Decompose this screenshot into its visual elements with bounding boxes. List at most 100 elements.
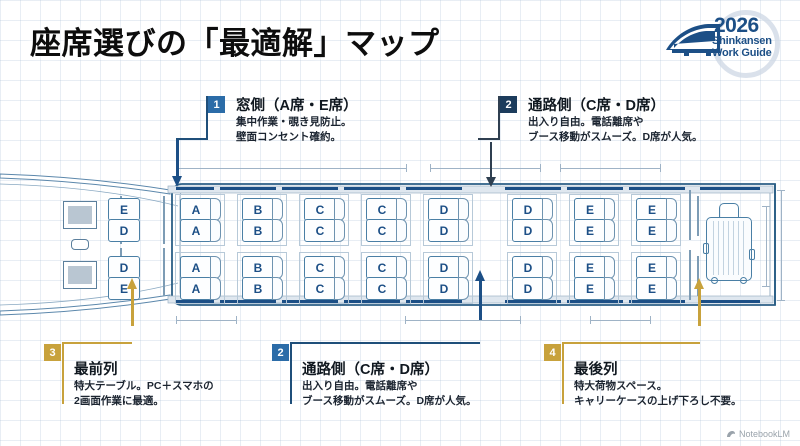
window-rail-segment xyxy=(629,187,685,190)
partition xyxy=(163,248,165,296)
suitcase-side-handle xyxy=(703,243,709,254)
callout-leader-1 xyxy=(206,96,208,140)
driver-seat-icon xyxy=(63,261,97,289)
seat-armrest xyxy=(396,219,407,242)
seat-armrest xyxy=(334,277,345,300)
callout-leader-4 xyxy=(562,344,564,404)
partition xyxy=(689,250,691,300)
callout-badge-2-top: 2 xyxy=(500,96,517,113)
partition xyxy=(163,196,165,244)
window-rail-segment xyxy=(176,300,214,303)
seat-block-frame xyxy=(361,194,411,246)
partition xyxy=(697,256,699,296)
bullet-train-icon xyxy=(666,24,720,56)
callout-leader-3 xyxy=(62,344,64,404)
seat-armrest xyxy=(542,277,553,300)
seat-block-frame xyxy=(175,252,225,304)
callout-1: 1 窓側（A席・E席） 集中作業・覗き見防止。 壁面コンセント確約。 xyxy=(208,96,428,156)
seat-cell[interactable]: E xyxy=(574,219,606,242)
callout-leader-3 xyxy=(62,342,132,344)
seat-block-frame xyxy=(631,194,681,246)
callout-body-2-top-line1: 出入り自由。電話離席や xyxy=(528,116,644,128)
seat-cell[interactable]: D xyxy=(108,256,140,279)
callout-badge-4: 4 xyxy=(544,344,561,361)
seat-armrest xyxy=(666,219,677,242)
callout-leader-1 xyxy=(176,138,208,140)
callout-leader-2-top xyxy=(478,138,500,140)
watermark: NotebookLM xyxy=(726,429,790,439)
logo-year: 2026 xyxy=(714,14,759,37)
train-cabin-diagram: E D D E A A B B C C C C D D D D xyxy=(0,138,800,330)
window-rail-segment xyxy=(700,187,760,190)
watermark-label: NotebookLM xyxy=(738,429,790,439)
seat-block-frame xyxy=(423,252,473,304)
seat-block-frame xyxy=(299,194,349,246)
callout-2-bottom: 2 通路側（C席・D席） 出入り自由。電話離席や ブース移動がスムーズ。D席が人… xyxy=(272,344,512,407)
callout-body-4-line2: キャリーケースの上げ下ろし不要。 xyxy=(574,395,742,407)
lavatory-icon xyxy=(71,239,89,250)
seat-armrest xyxy=(458,219,469,242)
callout-heading-2-top: 通路側（C席・D席） xyxy=(528,98,665,114)
seat-armrest xyxy=(334,219,345,242)
notebooklm-icon xyxy=(726,430,735,437)
callout-2-top: 2 通路側（C席・D席） 出入り自由。電話離席や ブース移動がスムーズ。D席が人… xyxy=(500,96,740,156)
window-rail-segment xyxy=(220,187,276,190)
callout-leader-4 xyxy=(562,342,700,344)
window-rail-segment xyxy=(700,300,760,303)
window-rail-segment xyxy=(505,300,561,303)
callout-badge-2-bottom: 2 xyxy=(272,344,289,361)
window-rail-segment xyxy=(629,300,685,303)
seat-block-frame xyxy=(237,194,287,246)
logo-line-2: Work Guide xyxy=(712,47,772,59)
seat-block-frame xyxy=(507,194,557,246)
suitcase-handle xyxy=(719,203,739,219)
callout-heading-4: 最後列 xyxy=(574,362,618,378)
window-rail-segment xyxy=(176,187,214,190)
callout-badge-3: 3 xyxy=(44,344,61,361)
window-rail-segment xyxy=(282,187,338,190)
callout-badge-1: 1 xyxy=(208,96,225,113)
window-rail-segment xyxy=(344,300,400,303)
seat-block-frame xyxy=(299,252,349,304)
seat-cell[interactable]: E xyxy=(636,219,668,242)
callout-body-1-line2: 壁面コンセント確約。 xyxy=(236,131,341,143)
logo-line-1: Shinkansen xyxy=(712,35,772,47)
partition xyxy=(689,190,691,240)
seat-block-frame xyxy=(237,252,287,304)
seat-cell[interactable]: E xyxy=(108,198,140,221)
window-rail-segment xyxy=(344,187,400,190)
seat-armrest xyxy=(210,277,221,300)
callout-body-2-bottom-line1: 出入り自由。電話離席や xyxy=(302,380,418,392)
suitcase-side-handle xyxy=(749,249,755,260)
callout-heading-1: 窓側（A席・E席） xyxy=(236,98,358,114)
suitcase-icon xyxy=(703,203,756,285)
shinkansen-work-guide-logo: 2026 Shinkansen Work Guide xyxy=(664,8,786,78)
seat-armrest xyxy=(396,277,407,300)
seat-block-frame xyxy=(569,194,619,246)
callout-body-1-line1: 集中作業・覗き見防止。 xyxy=(236,116,352,128)
window-rail-segment xyxy=(406,300,462,303)
seat-armrest xyxy=(542,219,553,242)
seat-block-frame xyxy=(507,252,557,304)
partition xyxy=(697,196,699,236)
window-rail-segment xyxy=(505,187,561,190)
seat-cell[interactable]: D xyxy=(108,219,140,242)
driver-seat-icon xyxy=(63,201,97,229)
callout-leader-2-top xyxy=(498,96,500,140)
window-rail-segment xyxy=(406,187,462,190)
seat-block-frame xyxy=(569,252,619,304)
callout-leader-2-bottom xyxy=(290,344,292,404)
callout-body-2-top-line2: ブース移動がスムーズ。D席が人気。 xyxy=(528,131,703,143)
window-rail-segment xyxy=(220,300,276,303)
callout-body-3-line1: 特大テーブル。PC＋スマホの xyxy=(74,380,214,392)
seat-armrest xyxy=(458,277,469,300)
callout-3: 3 最前列 特大テーブル。PC＋スマホの 2画面作業に最適。 xyxy=(44,344,264,407)
seat-armrest xyxy=(604,277,615,300)
seat-block-frame xyxy=(631,252,681,304)
seat-armrest xyxy=(272,219,283,242)
callout-body-3-line2: 2画面作業に最適。 xyxy=(74,395,164,407)
window-rail-segment xyxy=(567,187,623,190)
page-title: 座席選びの「最適解」マップ xyxy=(30,26,440,61)
seat-armrest xyxy=(604,219,615,242)
callout-heading-3: 最前列 xyxy=(74,362,118,378)
